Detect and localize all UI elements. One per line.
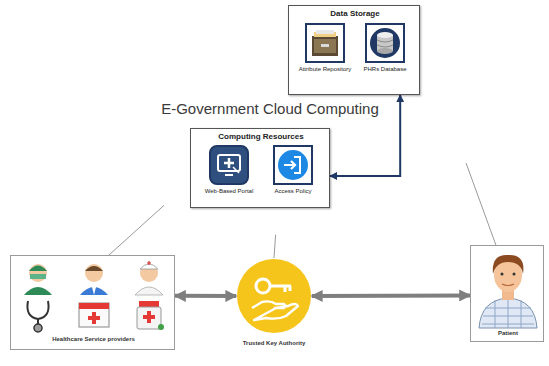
cloud-link (274, 235, 276, 258)
node-label: Web-Based Portal (201, 188, 257, 195)
cloud-link (466, 163, 496, 245)
key-exchange-arrow (312, 293, 470, 298)
key-authority-graphic (236, 258, 312, 334)
cloud-region: E-Government Cloud Computing Data Storage… (110, 2, 470, 247)
cloud-link (109, 205, 164, 255)
database-icon-graphic (365, 23, 405, 63)
pill-bottle-icon (137, 301, 164, 330)
surgeon-icon (24, 264, 52, 295)
key-exchange-arrow (175, 294, 236, 298)
node-label: PHRs Database (357, 66, 413, 73)
doctor-icon (80, 264, 108, 295)
node-label: Patient (471, 330, 545, 337)
medicine-box-icon (79, 303, 109, 327)
patient-box: Patient (470, 245, 544, 342)
node-label: Data Storage (289, 9, 421, 18)
node-label: Healthcare Service providers (11, 336, 176, 343)
portal-icon: Web-Based Portal (201, 145, 257, 205)
storage-box: Data StorageAttribute Repository PHRs Dat… (288, 5, 420, 95)
node-label: Trusted Key Authority (230, 340, 318, 347)
provider-box: Healthcare Service providers (10, 255, 175, 350)
node-label: Computing Resources (191, 132, 331, 141)
nurse-icon (135, 261, 163, 295)
computing-box: Computing ResourcesWeb-Based Portal Acces… (190, 128, 330, 208)
database-icon: PHRs Database (357, 23, 413, 89)
node-label: E-Government Cloud Computing (130, 100, 410, 117)
portal-icon-graphic (209, 145, 249, 185)
repository-icon-graphic (305, 23, 345, 63)
node-label: Attribute Repository (297, 66, 353, 73)
key-authority: Trusted Key Authority (230, 258, 318, 358)
policy-icon-graphic (273, 145, 313, 185)
node-label: Access Policy (265, 188, 321, 195)
repository-icon: Attribute Repository (297, 23, 353, 89)
provider-box-graphic (11, 259, 176, 333)
policy-icon: Access Policy (265, 145, 321, 205)
stethoscope-icon (27, 301, 48, 332)
patient-box-graphic (471, 248, 545, 328)
